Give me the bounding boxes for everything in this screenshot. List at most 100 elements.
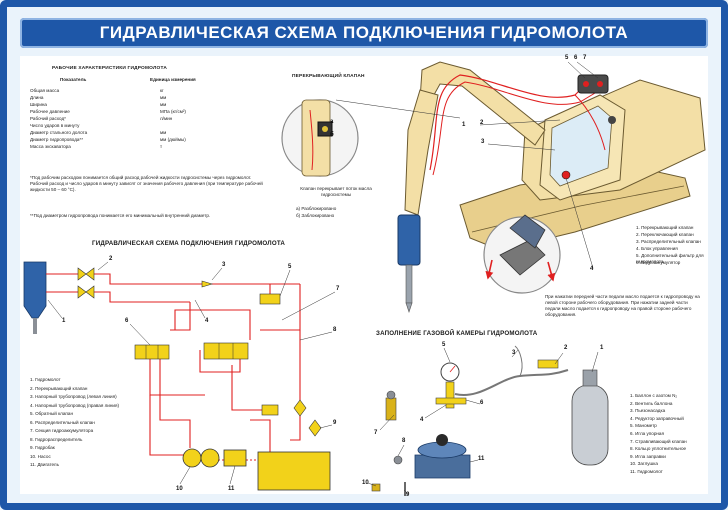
specs-row-unit: МПа (кг/см²): [160, 109, 186, 114]
excavator-num-1: 1: [462, 122, 466, 128]
excavator-hydraulic-line: [429, 74, 591, 171]
excavator-illustration: [397, 61, 706, 313]
gas-num: 3: [512, 350, 516, 356]
gas-legend-item: 7. Стравливающий клапан: [630, 438, 687, 444]
valve-caption: Клапан перекрывает поток масла гидросист…: [300, 186, 372, 197]
gas-num: 11: [478, 456, 485, 462]
bleed-valve: [385, 397, 397, 421]
check-valve-3: [201, 280, 214, 288]
schema-legend-item: 1. Гидромолот: [30, 377, 61, 382]
schema-legend-item: 8. Гидрораспределитель: [30, 436, 83, 442]
excavator-valve-block: [577, 74, 609, 94]
schema-num: 10: [176, 486, 183, 492]
excavator-num-2: 2: [480, 120, 484, 126]
gas-num: 2: [564, 345, 568, 351]
specs-row-param: Общая масса: [30, 88, 60, 93]
gas-legend-item: 3. Пьезонасадка: [630, 408, 666, 414]
motor-11: [223, 449, 247, 467]
pressure-line-left: [46, 273, 300, 285]
specs-row-unit: мм: [160, 102, 167, 107]
specs-row-unit: мм: [160, 130, 167, 135]
poster-title: ГИДРАВЛИЧЕСКАЯ СХЕМА ПОДКЛЮЧЕНИЯ ГИДРОМО…: [99, 23, 629, 42]
gas-legend-item: 5. Манометр: [630, 423, 657, 429]
valve-inset: [281, 99, 461, 177]
gas-num: 4: [420, 417, 424, 423]
gas-num: 6: [480, 400, 484, 406]
distributor-8: [203, 342, 249, 360]
gas-num: 5: [442, 342, 446, 348]
gas-num: 7: [374, 430, 378, 436]
specs-row-unit: мм: [160, 95, 167, 100]
specs-row-param: Длина: [30, 95, 44, 100]
schema-legend-item: 6. Распределительный клапан: [30, 419, 95, 425]
gas-legend-item: 11. Гидромолот: [630, 469, 663, 474]
schema-num: 3: [222, 262, 226, 268]
specs-row-unit: кг: [160, 88, 164, 93]
specs-col-param: Показатель: [60, 77, 87, 82]
excavator-legend-item: 3. Распределительный клапан: [636, 239, 701, 244]
specs-row-unit: л/мин: [160, 116, 173, 121]
valve-label-a: а: [330, 119, 334, 125]
excavator-num-3: 3: [481, 139, 485, 145]
schema-legend-item: 9. Гидробак: [30, 445, 55, 450]
fill-hose: [454, 369, 569, 397]
hammer-head: [414, 454, 471, 479]
gas-num: 8: [402, 438, 406, 444]
shutoff-valve-symbol: [77, 267, 95, 299]
excavator-num-5: 5: [565, 55, 569, 61]
gas-legend-item: 1. Баллон с азотом N₂: [630, 393, 678, 398]
schema-legend-item: 4. Напорный трубопровод (правая линия): [30, 402, 119, 408]
excavator-legend-item: 5. Дополнительный фильтр для гидромолота: [636, 253, 704, 264]
gas-fill-illustration: [367, 345, 609, 496]
excavator-hammer: [397, 214, 421, 266]
excavator-legend-item: 6. Гидроаккумулятор: [636, 260, 681, 265]
specs-row-param: Ширина: [30, 102, 47, 107]
schema-legend-item: 5. Обратный клапан: [30, 411, 73, 416]
distribution-valve-6: [134, 344, 170, 360]
pressure-line-right: [46, 291, 190, 303]
specs-row-param: Рабочее давление: [30, 109, 70, 114]
schema-num: 6: [125, 318, 129, 324]
specs-row-unit: мм (дюймы): [160, 137, 186, 142]
specs-row-param: Масса экскаватора: [30, 144, 71, 149]
schema-num: 5: [288, 264, 292, 270]
schema-legend-item: 10. Насос: [30, 453, 51, 459]
specs-row-param: Рабочий расход*: [30, 116, 66, 121]
valve-heading: Перекрывающий клапан: [292, 74, 365, 79]
specs-note-2: **Под диаметром гидропровода понимается …: [30, 213, 211, 218]
tank-9: [257, 451, 331, 491]
excavator-num-7: 7: [583, 55, 587, 61]
gas-legend-item: 4. Редуктор заправочный: [630, 415, 684, 421]
nitrogen-cylinder: [571, 384, 609, 466]
gas-legend-item: 6. Игла упорная: [630, 431, 664, 436]
gas-legend-item: 10. Заглушка: [630, 461, 658, 467]
schema-legend-item: 7. Секция гидроаккумулятора: [30, 428, 94, 433]
schematic-hammer: [23, 261, 47, 319]
specs-row-param: Диаметр стального долота: [30, 130, 88, 135]
valve-state-a: а) Разблокировано: [296, 206, 337, 211]
gas-legend-item: 2. Вентиль баллона: [630, 400, 673, 406]
hydraulic-schematic: [23, 261, 336, 491]
excavator-legend-item: 1. Перекрывающий клапан: [636, 225, 694, 230]
schema-num: 9: [333, 420, 337, 426]
specs-col-unit: Единица измерения: [150, 77, 196, 82]
pump-10: [182, 448, 202, 468]
gas-num: 1: [600, 345, 604, 351]
gas-legend-item: 9. Игла заправки: [630, 453, 666, 459]
check-valve-5: [259, 293, 281, 305]
gas-legend-item: 8. Кольцо уплотнительное: [630, 446, 687, 452]
gas-num: 10: [362, 480, 369, 486]
specs-row-param: Диаметр гидропровода**: [30, 137, 84, 142]
valve-state-b: б) Заблокировано: [296, 213, 335, 218]
gas-heading: Заполнение газовой камеры гидромолота: [376, 330, 538, 337]
specs-row-unit: т: [160, 144, 163, 149]
schema-num: 7: [336, 286, 340, 292]
excavator-legend-item: 4. Блок управления: [636, 246, 678, 251]
excavator-legend-item: 2. Переключающий клапан: [636, 232, 694, 237]
schema-num: 2: [109, 256, 113, 262]
specs-row-param: Число ударов в минуту: [30, 123, 80, 128]
schema-num: 11: [228, 486, 235, 492]
pedal-note: При нажатии передней части педали масло …: [545, 294, 700, 317]
specs-heading: Рабочие характеристики гидромолота: [52, 66, 167, 71]
